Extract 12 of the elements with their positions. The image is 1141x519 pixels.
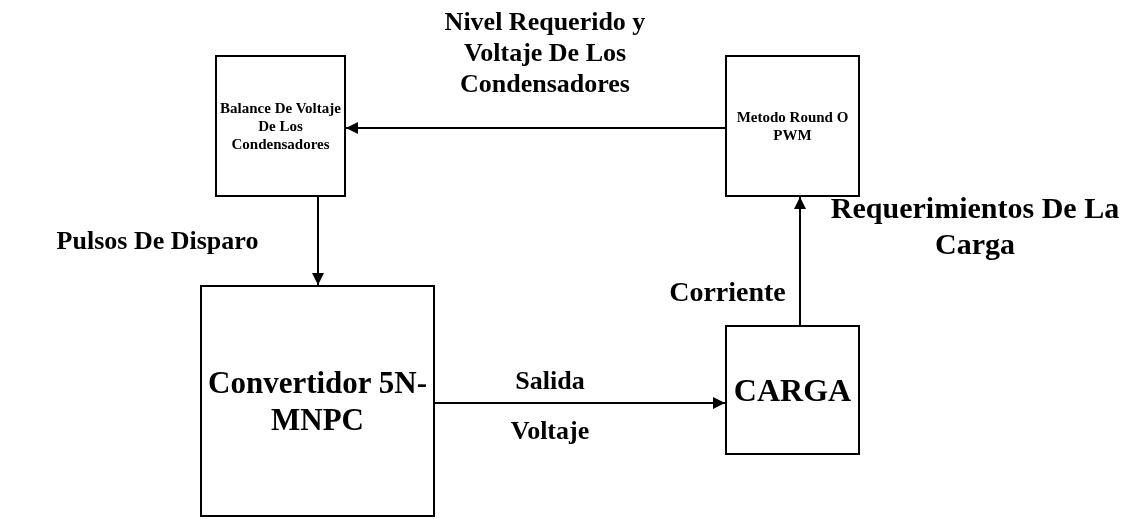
arrow [794,196,806,326]
edge-label: Pulsos De Disparo [55,225,260,257]
edge-label: Salida Voltaje [509,365,591,447]
arrow [434,397,726,409]
load-box: CARGA [725,325,860,455]
text-label: Corriente [668,275,787,309]
edge-label: Nivel Requerido y Voltaje De Los Condensadores [443,6,647,100]
arrow [345,122,726,134]
process-box: Balance De Voltaje De Los Condensadores [215,55,346,197]
converter-box: Convertidor 5N-MNPC [200,285,435,517]
process-box: Metodo Round O PWM [725,55,860,197]
arrow [312,196,324,286]
